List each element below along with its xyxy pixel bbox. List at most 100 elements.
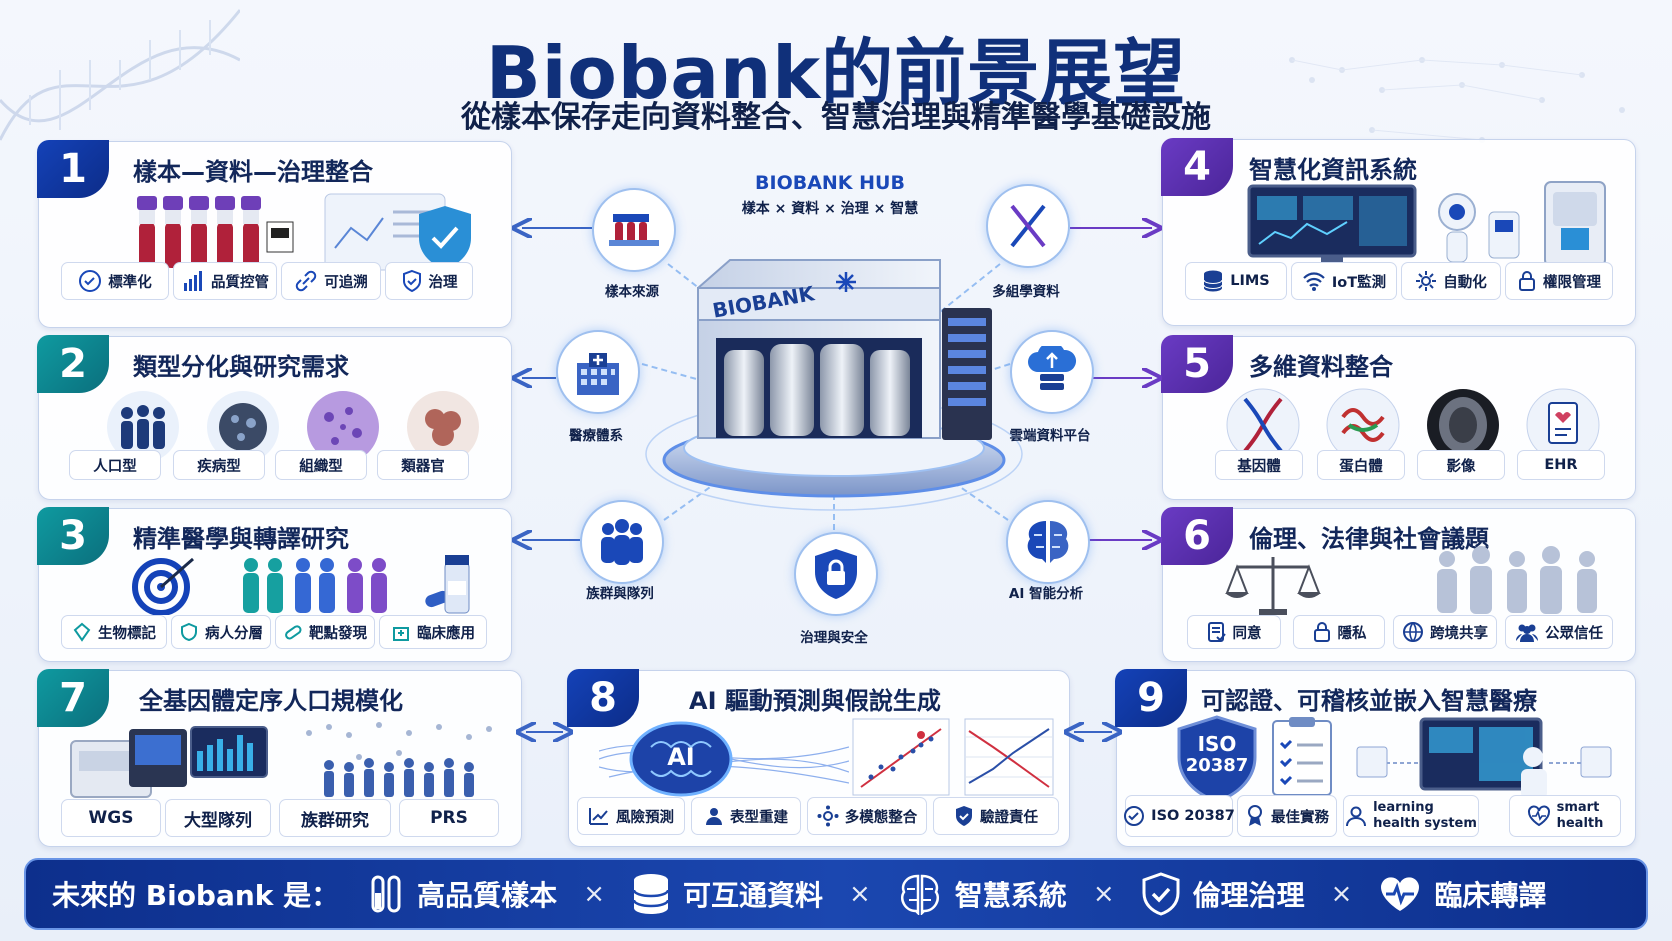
ehr-document-icon xyxy=(1526,388,1600,462)
panel-number: 9 xyxy=(1115,669,1187,727)
hub-node-population-cohort xyxy=(580,500,664,584)
iso-label: ISO 20387 xyxy=(1185,732,1249,776)
organoid-icon xyxy=(407,391,479,463)
panel-9: 9 可認證、可稽核並嵌入智慧醫療 ISO 20387 ISO 20387 最佳實… xyxy=(1115,669,1636,847)
population-icon xyxy=(107,391,179,463)
public-crowd-icon xyxy=(1437,546,1597,614)
hub-node-governance-security xyxy=(794,532,878,616)
panel-7: 7 全基因體定序人口規模化 WGS 大型隊列 族群研究 PRS xyxy=(37,669,522,847)
gear-icon xyxy=(1416,271,1437,291)
hub-node-healthcare-system xyxy=(556,330,640,414)
heart-pulse-icon xyxy=(1527,805,1550,827)
panel-1: 1 樣本—資料—治理整合 標準化 品質控管 可追溯 治理 xyxy=(37,140,512,328)
brain-icon xyxy=(900,874,939,915)
panel-number: 1 xyxy=(37,140,109,198)
chip-ehr: EHR xyxy=(1517,450,1605,480)
check-badge-icon xyxy=(79,270,102,292)
chip-standardization: 標準化 xyxy=(61,262,169,300)
wifi-icon xyxy=(1303,272,1325,291)
dna-decoration xyxy=(0,9,240,141)
hub-node-ai-analysis xyxy=(1006,500,1090,584)
page-subtitle: 從樣本保存走向資料整合、智慧治理與精準醫學基礎設施 xyxy=(461,100,1211,135)
chip-organoid: 類器官 xyxy=(377,450,469,480)
hub-node-label: 樣本來源 xyxy=(605,284,659,300)
database-icon xyxy=(632,874,670,914)
scatter-plot-icon xyxy=(852,718,950,796)
chip-biomarker: 生物標記 xyxy=(61,615,167,649)
test-tubes-icon xyxy=(371,875,401,913)
hub-node-label: 族群與隊列 xyxy=(586,586,654,602)
award-ribbon-icon xyxy=(1248,805,1262,826)
shield-check-icon xyxy=(1142,872,1180,916)
chip-lims: LIMS xyxy=(1185,262,1287,300)
chip-disease: 疾病型 xyxy=(173,450,265,480)
disease-cell-icon xyxy=(207,391,279,463)
chip-quality-control: 品質控管 xyxy=(173,262,277,300)
panel-3: 3 精準醫學與轉譯研究 生物標記 病人分層 靶點發現 臨床應用 xyxy=(37,507,512,662)
line-chart-icon xyxy=(964,718,1054,796)
user-icon xyxy=(706,808,722,825)
justice-scale-icon xyxy=(1225,557,1321,615)
footer-item-quality-samples: 高品質樣本 xyxy=(369,873,557,915)
hub-node-label: 雲端資料平台 xyxy=(1009,428,1091,444)
chip-best-practice: 最佳實務 xyxy=(1237,795,1337,837)
smart-hospital-icon xyxy=(1356,717,1612,799)
lock-icon xyxy=(1313,622,1330,642)
user-icon xyxy=(1346,806,1367,827)
globe-icon xyxy=(1403,622,1423,642)
chip-phenotype-reconstruction: 表型重建 xyxy=(691,797,801,835)
chip-privacy: 隱私 xyxy=(1293,615,1385,649)
link-icon xyxy=(296,270,317,292)
world-map-decoration xyxy=(1289,57,1625,143)
ai-label: AI xyxy=(667,743,695,771)
panel-title: 多維資料整合 xyxy=(1249,353,1393,381)
consent-form-icon xyxy=(1207,622,1226,642)
footer-item-ethical-governance: 倫理治理 xyxy=(1141,872,1305,916)
chip-iot-monitoring: IoT監測 xyxy=(1291,262,1397,300)
test-tube-rack-icon xyxy=(609,214,659,246)
hub-title: BIOBANK HUB xyxy=(755,172,905,194)
chip-access-control: 權限管理 xyxy=(1505,262,1613,300)
panel-6: 6 倫理、法律與社會議題 同意 隱私 跨境共享 公眾信任 xyxy=(1161,507,1636,662)
panel-number: 4 xyxy=(1161,138,1233,196)
hospital-building-icon xyxy=(577,353,619,395)
shield-lock-icon xyxy=(815,549,857,599)
network-icon xyxy=(817,805,839,827)
lock-icon xyxy=(1519,271,1535,291)
protein-icon xyxy=(1326,388,1400,462)
users-icon xyxy=(1516,624,1538,642)
panel-2: 2 類型分化與研究需求 人口型 疾病型 組織型 類器官 xyxy=(37,335,512,500)
panel-title: 可認證、可稽核並嵌入智慧醫療 xyxy=(1201,687,1537,715)
chip-clinical-application: 臨床應用 xyxy=(379,615,487,649)
chip-automation: 自動化 xyxy=(1401,262,1501,300)
sample-tubes-icon xyxy=(137,196,294,268)
cloud-server-icon xyxy=(1028,346,1077,390)
panel-title: AI 驅動預測與假說生成 xyxy=(689,687,941,715)
genome-dna-icon xyxy=(1226,388,1300,462)
lab-analyzer-icon xyxy=(1544,181,1606,267)
trend-icon xyxy=(589,808,608,825)
hospital-icon xyxy=(393,627,409,641)
chip-large-cohort: 大型隊列 xyxy=(165,799,271,837)
hub-node-label: 醫療體系 xyxy=(569,428,623,444)
brain-circuit-icon xyxy=(1027,521,1069,563)
footer-separator: × xyxy=(849,879,871,909)
hub-node-label: 治理與安全 xyxy=(800,630,868,646)
heart-pulse-icon xyxy=(1381,877,1420,911)
biomarker-icon xyxy=(73,622,91,642)
panel-number: 3 xyxy=(37,507,109,565)
chip-risk-prediction: 風險預測 xyxy=(577,797,685,835)
chip-imaging: 影像 xyxy=(1417,450,1505,480)
chip-traceable: 可追溯 xyxy=(281,262,381,300)
panel-title: 樣本—資料—治理整合 xyxy=(133,158,373,186)
footer-item-clinical-translation: 臨床轉譯 xyxy=(1378,874,1546,914)
medicine-vial-icon xyxy=(425,555,470,614)
chip-validation-accountability: 驗證責任 xyxy=(933,797,1059,835)
footer-item-interoperable-data: 可互通資料 xyxy=(631,872,823,916)
biobank-building-icon xyxy=(662,259,1006,498)
footer-item-smart-system: 智慧系統 xyxy=(897,873,1067,915)
robot-icon xyxy=(1438,193,1520,263)
panel-title: 精準醫學與轉譯研究 xyxy=(133,525,349,553)
shield-check-icon xyxy=(402,269,421,293)
bar-chart-icon xyxy=(184,271,202,291)
